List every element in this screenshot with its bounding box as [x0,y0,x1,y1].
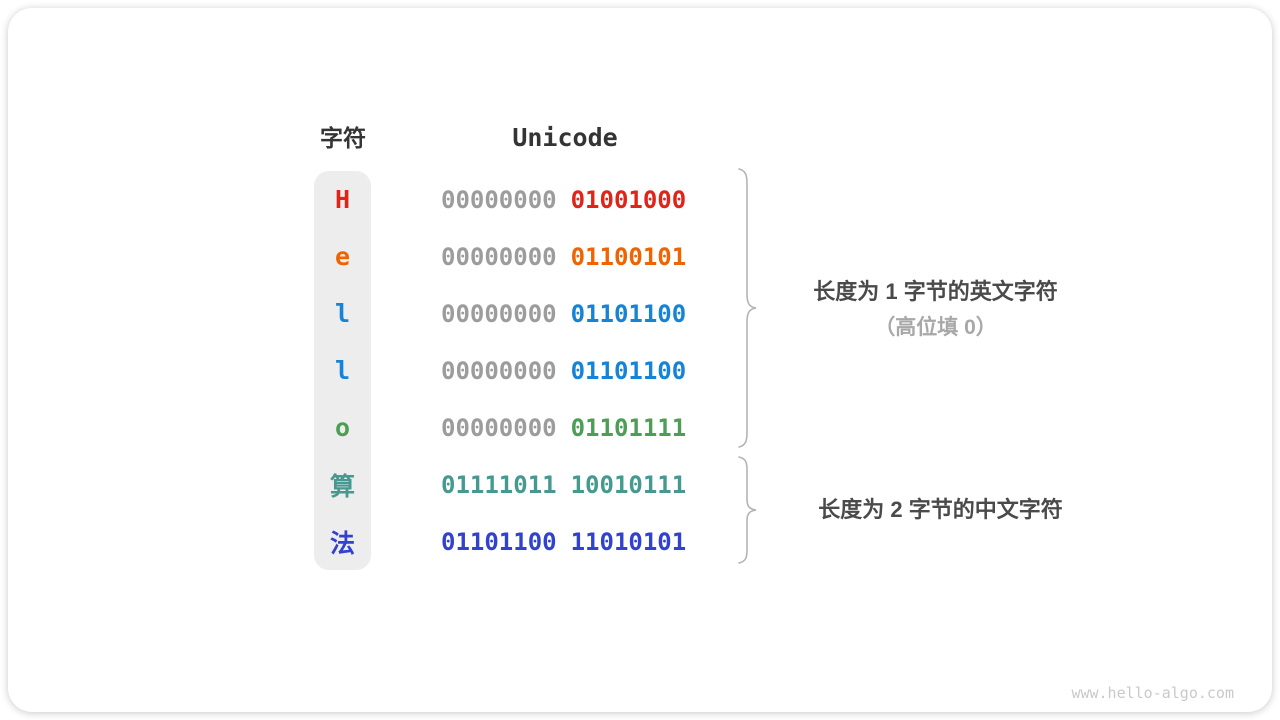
char-cell: o [334,413,351,442]
char-cell: l [334,356,351,385]
byte-high: 00000000 [441,299,557,328]
table-row: o 00000000 01101111 [314,399,686,456]
column-header-unicode: Unicode [512,123,618,152]
byte-low: 01101100 [570,356,687,385]
encoding-table: H 00000000 01001000 e 00000000 01100101 l … [314,171,686,570]
table-row: H 00000000 01001000 [314,171,686,228]
byte-low: 01101100 [570,299,687,328]
byte-low: 10010111 [570,470,687,499]
byte-low: 01100101 [570,242,687,271]
char-cell: 法 [329,528,355,558]
byte-high: 00000000 [441,242,557,271]
annotation-chinese-chars: 长度为 2 字节的中文字符 [773,496,1108,524]
byte-low: 11010101 [570,527,687,556]
curly-brace-icon [738,456,757,564]
curly-brace-icon [738,168,757,448]
char-cell: H [334,185,351,214]
unicode-binary: 00000000 01101111 [441,414,686,442]
unicode-binary: 00000000 01101100 [441,357,686,385]
byte-high: 00000000 [441,185,557,214]
annotation-text: 长度为 1 字节的英文字符 [813,279,1058,304]
table-row: l 00000000 01101100 [314,285,686,342]
annotation-english-chars: 长度为 1 字节的英文字符 （高位填 0） [773,278,1098,341]
byte-low: 01001000 [570,185,687,214]
byte-high: 00000000 [441,413,557,442]
table-row: 算 01111011 10010111 [314,456,686,513]
char-cell: l [334,299,351,328]
byte-high: 00000000 [441,356,557,385]
unicode-binary: 01101100 11010101 [441,528,686,556]
watermark: www.hello-algo.com [1071,684,1234,702]
table-row: e 00000000 01100101 [314,228,686,285]
unicode-binary: 00000000 01001000 [441,186,686,214]
diagram-card: 字符 Unicode H 00000000 01001000 e 00000000… [8,8,1272,712]
unicode-binary: 01111011 10010111 [441,471,686,499]
unicode-binary: 00000000 01100101 [441,243,686,271]
byte-high: 01101100 [441,527,557,556]
char-cell: 算 [329,471,355,501]
table-row: 法 01101100 11010101 [314,513,686,570]
char-column-background [314,171,371,570]
annotation-text: 长度为 2 字节的中文字符 [818,497,1063,522]
table-row: l 00000000 01101100 [314,342,686,399]
byte-high: 01111011 [441,470,557,499]
unicode-binary: 00000000 01101100 [441,300,686,328]
annotation-subtext: （高位填 0） [874,316,997,339]
column-header-char: 字符 [320,125,366,151]
byte-low: 01101111 [570,413,687,442]
char-cell: e [334,242,351,271]
